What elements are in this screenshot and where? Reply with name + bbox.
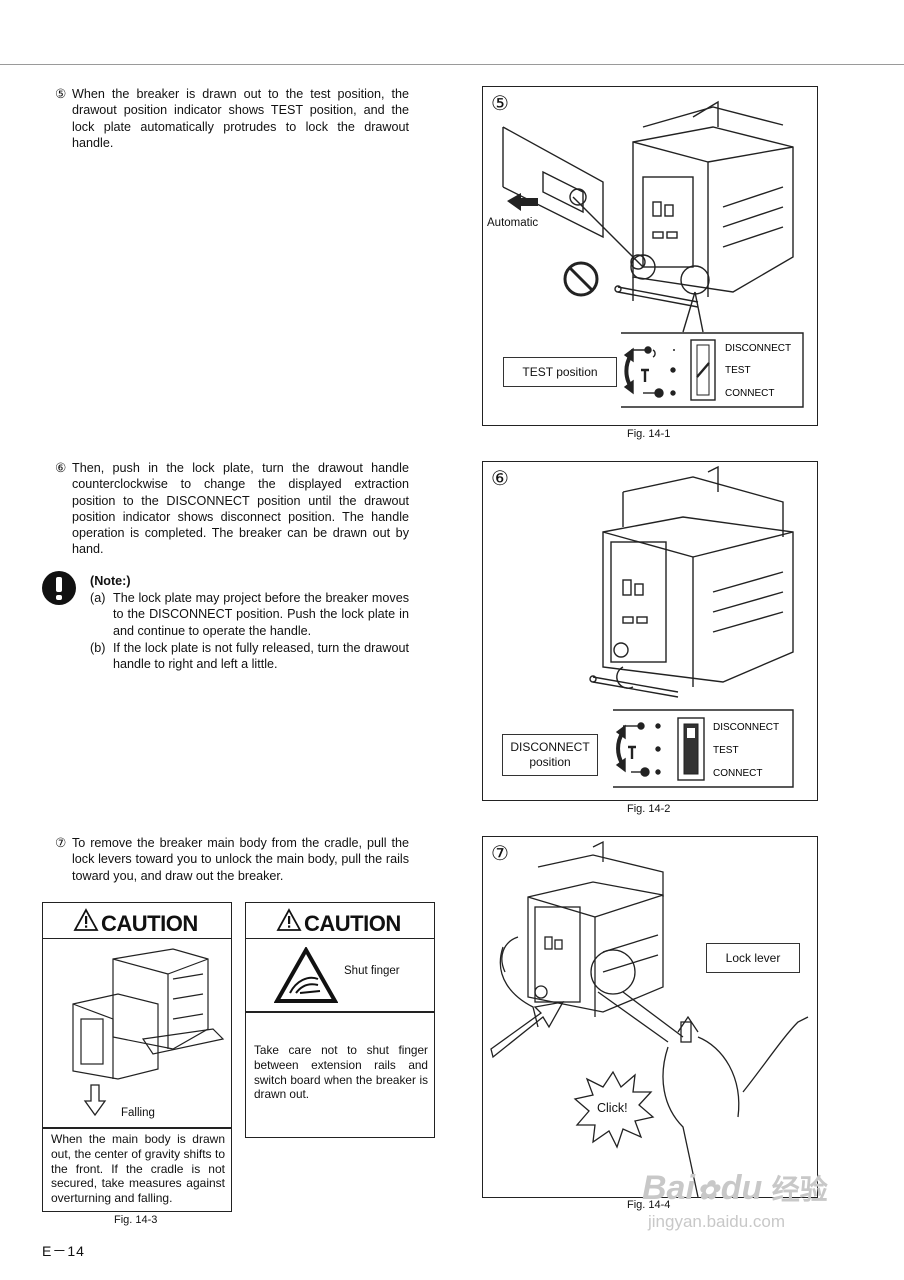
breaker-falling-illustration <box>72 948 225 1117</box>
indicator-label-test: TEST <box>713 745 739 756</box>
finger-pinch-warning-icon <box>274 947 338 1003</box>
indicator-label-connect: CONNECT <box>725 388 774 399</box>
step-6-paragraph: ⑥ Then, push in the lock plate, turn the… <box>55 460 409 558</box>
lock-lever-label: Lock lever <box>706 943 800 973</box>
indicator-label-disconnect: DISCONNECT <box>713 722 779 733</box>
shut-finger-label: Shut finger <box>344 965 400 977</box>
note-title: (Note:) <box>90 574 131 588</box>
note-item-text: The lock plate may project before the br… <box>113 591 409 638</box>
figure-14-4: ⑦ Lock lever Click! <box>482 836 818 1198</box>
figure-step-number: ⑥ <box>491 468 509 490</box>
divider <box>43 1127 231 1129</box>
watermark-logo-text: du <box>720 1169 763 1207</box>
divider <box>246 1011 434 1013</box>
warning-exclamation-icon <box>42 571 76 605</box>
step-6-text: Then, push in the lock plate, turn the d… <box>72 461 409 557</box>
step-7-number: ⑦ <box>55 836 67 850</box>
figure-14-1: DISCONNECT TEST CONNECT ⑤ Automatic TEST… <box>482 86 818 426</box>
click-label: Click! <box>597 1101 628 1115</box>
watermark-logo: Bai✿du 经验 <box>642 1168 828 1208</box>
paw-icon: ✿ <box>696 1175 719 1205</box>
indicator-label-disconnect: DISCONNECT <box>725 343 791 354</box>
figure-14-2: DISCONNECT TEST CONNECT ⑥ DISCONNECT pos… <box>482 461 818 801</box>
caution-title: CAUTION <box>304 911 401 936</box>
figure-14-2-caption: Fig. 14-2 <box>627 803 671 815</box>
watermark-brand: 经验 <box>771 1174 828 1205</box>
indicator-label-test: TEST <box>725 365 751 376</box>
warning-triangle-icon <box>73 908 99 931</box>
label-line: position <box>529 755 571 769</box>
caution-shut-finger-text: Take care not to shut finger between ext… <box>254 1043 428 1102</box>
caution-box-falling: CAUTION Falling When the main body is dr… <box>42 902 232 1212</box>
step-5-text: When the breaker is drawn out to the tes… <box>72 87 409 150</box>
breaker-disconnect-position-illustration: DISCONNECT TEST CONNECT <box>589 465 794 788</box>
step-5-number: ⑤ <box>55 87 67 101</box>
step-7-paragraph: ⑦ To remove the breaker main body from t… <box>55 835 409 884</box>
caution-header: CAUTION <box>246 903 434 939</box>
watermark-logo-text: Bai <box>642 1169 695 1207</box>
breaker-removal-illustration <box>490 840 809 1198</box>
label-line: DISCONNECT <box>510 740 590 754</box>
figure-14-4-caption: Fig. 14-4 <box>627 1199 671 1211</box>
figure-step-number: ⑤ <box>491 93 509 115</box>
warning-triangle-icon <box>276 908 302 931</box>
watermark-url: jingyan.baidu.com <box>648 1212 786 1231</box>
arrow-left-icon <box>507 193 538 211</box>
indicator-label-connect: CONNECT <box>713 768 762 779</box>
step-6-number: ⑥ <box>55 461 67 475</box>
note-item-text: If the lock plate is not fully released,… <box>113 641 409 672</box>
caution-header: CAUTION <box>43 903 231 939</box>
step-5-paragraph: ⑤ When the breaker is drawn out to the t… <box>55 86 409 151</box>
figure-step-number: ⑦ <box>491 843 509 865</box>
note-item-label: (a) <box>90 591 106 605</box>
header-rule <box>0 64 904 65</box>
automatic-label: Automatic <box>487 217 539 229</box>
caution-box-shut-finger: CAUTION Shut finger Take care not to shu… <box>245 902 435 1138</box>
arrow-down-icon <box>83 1084 107 1117</box>
test-position-label: TEST position <box>503 357 617 387</box>
page-number: E－14 <box>42 1243 85 1259</box>
step-7-text: To remove the breaker main body from the… <box>72 836 409 883</box>
note-item-label: (b) <box>90 641 106 655</box>
figure-14-1-caption: Fig. 14-1 <box>627 428 671 440</box>
caution-title: CAUTION <box>101 911 198 936</box>
breaker-test-position-illustration: DISCONNECT TEST CONNECT <box>502 100 804 408</box>
falling-label: Falling <box>121 1107 155 1119</box>
disconnect-position-label: DISCONNECT position <box>502 734 598 776</box>
note-item-a: (a) The lock plate may project before th… <box>90 590 409 639</box>
figure-14-3-caption: Fig. 14-3 <box>114 1214 158 1226</box>
caution-falling-text: When the main body is drawn out, the cen… <box>51 1132 225 1206</box>
note-item-b: (b) If the lock plate is not fully relea… <box>90 640 409 673</box>
